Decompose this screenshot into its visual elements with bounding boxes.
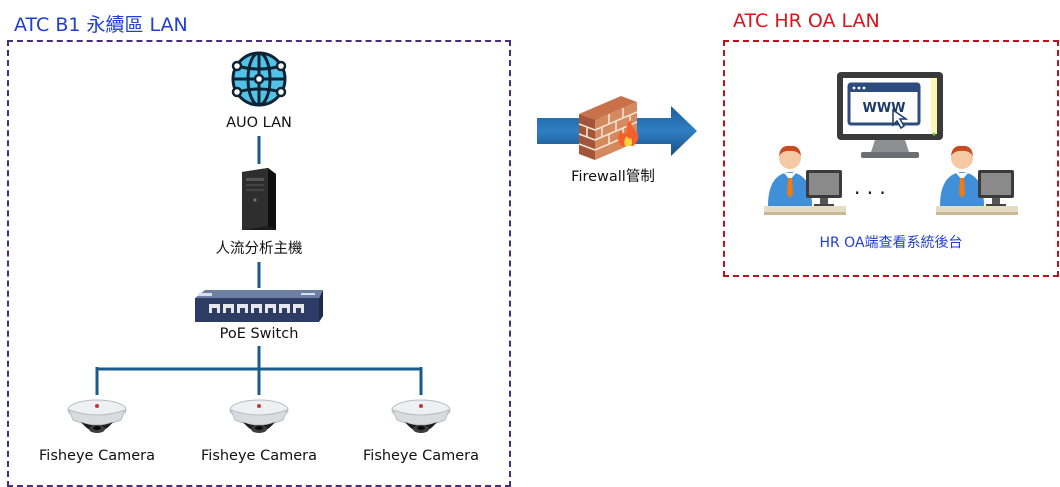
monitor-www-icon: WWW bbox=[835, 70, 945, 162]
auo-lan-label: AUO LAN bbox=[226, 115, 292, 131]
camera-3-label: Fisheye Camera bbox=[363, 448, 479, 464]
dome-camera-icon bbox=[66, 396, 128, 444]
dome-camera-icon bbox=[228, 396, 290, 444]
right-zone-title: ATC HR OA LAN bbox=[733, 10, 880, 32]
globe-network-icon bbox=[228, 48, 290, 110]
firewall-label: Firewall管制 bbox=[571, 169, 655, 185]
tower-server-icon bbox=[238, 166, 280, 232]
users-ellipsis: . . . bbox=[854, 175, 886, 199]
person-computer-icon bbox=[764, 144, 846, 218]
camera-2-label: Fisheye Camera bbox=[201, 448, 317, 464]
host-label: 人流分析主機 bbox=[215, 241, 303, 257]
switch-label: PoE Switch bbox=[219, 326, 299, 342]
camera-1-label: Fisheye Camera bbox=[39, 448, 155, 464]
oa-system-label: HR OA端查看系統後台 bbox=[819, 235, 963, 251]
left-zone-title: ATC B1 永續區 LAN bbox=[14, 14, 188, 36]
firewall-icon bbox=[535, 92, 700, 168]
right-zone-box bbox=[723, 40, 1059, 277]
network-switch-icon bbox=[193, 288, 325, 324]
dome-camera-icon bbox=[390, 396, 452, 444]
left-zone-box bbox=[7, 40, 511, 487]
person-computer-icon bbox=[936, 144, 1018, 218]
